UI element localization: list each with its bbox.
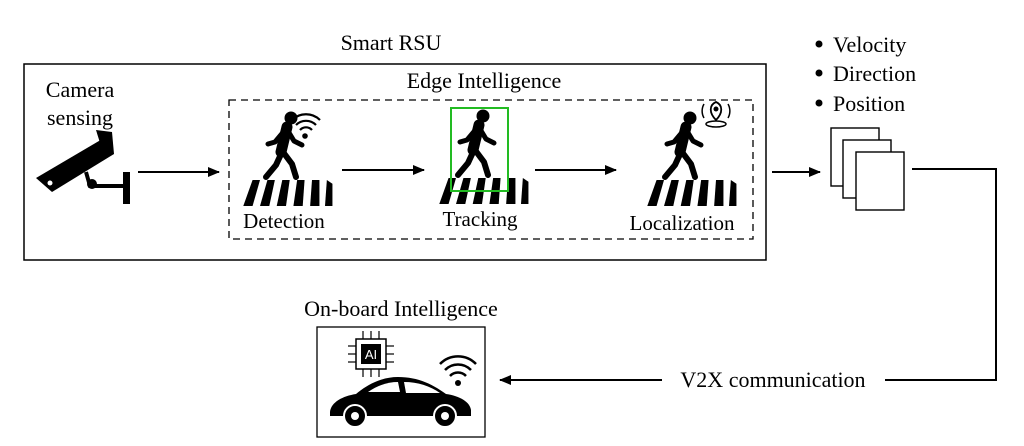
edge-box bbox=[228, 99, 754, 240]
wifi-icon bbox=[439, 355, 477, 386]
stage-label-detection: Detection bbox=[243, 209, 325, 233]
output-list: Velocity Direction Position bbox=[815, 32, 916, 116]
ai-chip-icon: AI bbox=[348, 331, 394, 377]
document-stack-icon bbox=[830, 127, 905, 211]
stage-label-localization: Localization bbox=[630, 211, 735, 235]
output-item-direction: Direction bbox=[833, 61, 916, 86]
onboard-title: On-board Intelligence bbox=[304, 296, 498, 321]
stage-label-tracking: Tracking bbox=[442, 207, 518, 231]
outputs-to-v2x-line bbox=[885, 168, 997, 381]
output-item-velocity: Velocity bbox=[833, 32, 906, 57]
v2x-label: V2X communication bbox=[680, 367, 865, 392]
ai-chip-label: AI bbox=[365, 347, 377, 362]
edge-title: Edge Intelligence bbox=[407, 68, 562, 93]
pedestrian-location-pin-icon bbox=[647, 101, 737, 206]
rsu-box bbox=[23, 63, 767, 261]
camera-label-line2: sensing bbox=[47, 105, 113, 130]
car-icon bbox=[330, 377, 471, 428]
cctv-camera-icon bbox=[36, 130, 130, 204]
pedestrian-bounding-box-icon bbox=[439, 107, 529, 204]
rsu-title: Smart RSU bbox=[341, 30, 442, 55]
pedestrian-wifi-icon bbox=[243, 112, 333, 206]
camera-label-line1: Camera bbox=[46, 77, 115, 102]
output-item-position: Position bbox=[833, 91, 905, 116]
tracking-bounding-box bbox=[450, 107, 509, 192]
onboard-box bbox=[316, 326, 486, 438]
